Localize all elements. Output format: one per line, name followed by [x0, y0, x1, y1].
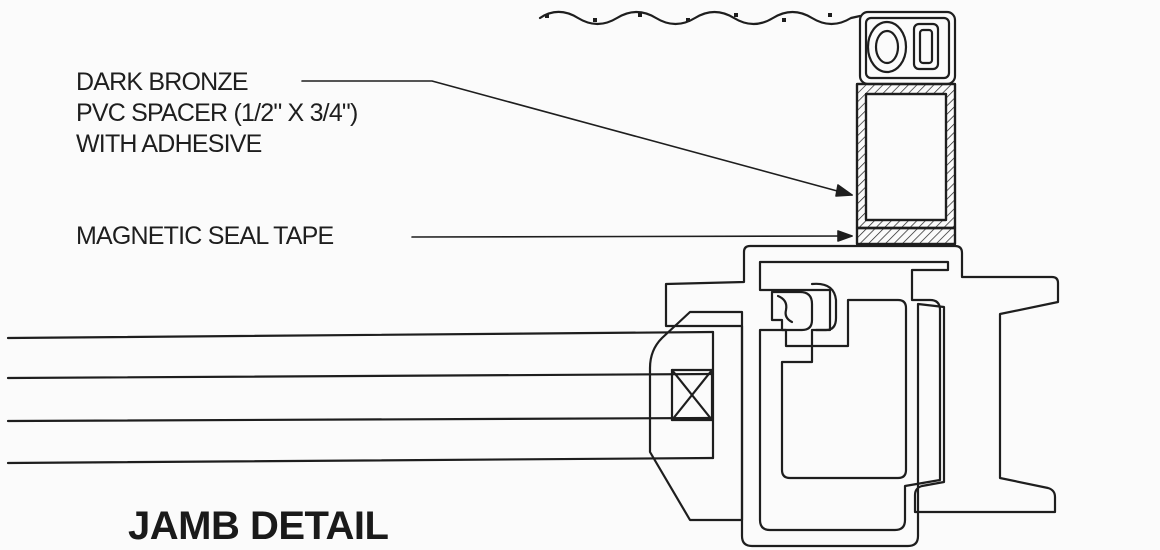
label-with-adhesive: WITH ADHESIVE: [76, 130, 262, 158]
seal-leader: [411, 235, 853, 238]
glazing-gasket: [770, 282, 838, 332]
sash-member: [648, 310, 744, 522]
frame-outer-profile: [664, 244, 1060, 548]
label-dark-bronze: DARK BRONZE: [76, 68, 249, 96]
label-pvc-spacer: PVC SPACER (1/2" X 3/4"): [76, 99, 358, 127]
frame-inner-chamber: [758, 260, 950, 532]
frame-main-chamber: [780, 298, 908, 480]
glazing-setting-block: [670, 368, 714, 422]
diagram-title: JAMB DETAIL: [128, 504, 389, 548]
glass-unit: [6, 330, 715, 465]
pvc-spacer: [855, 82, 957, 230]
magnetic-seal-tape: [855, 226, 957, 246]
trim-extrusion: [858, 10, 957, 86]
leader-lines: [301, 80, 853, 242]
label-magnetic-seal-tape: MAGNETIC SEAL TAPE: [76, 222, 334, 250]
spacer-leader: [301, 80, 853, 196]
existing-wall-line: [538, 10, 862, 26]
